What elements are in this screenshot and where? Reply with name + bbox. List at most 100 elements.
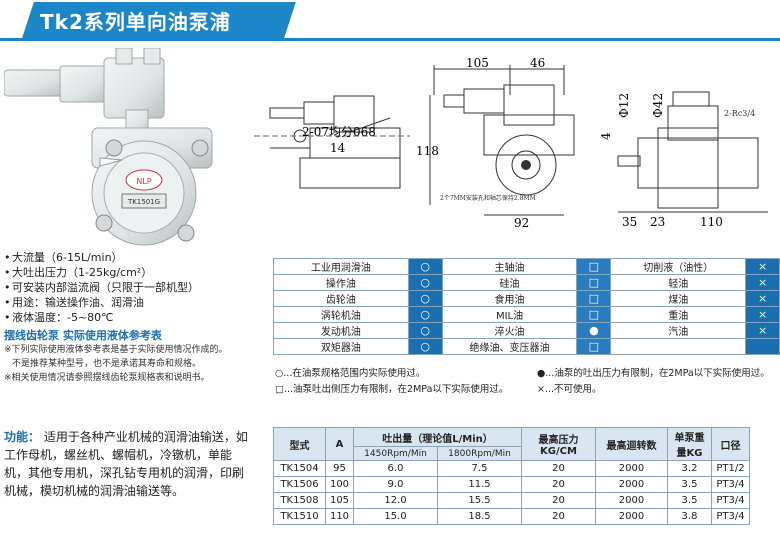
- spec-cell-port: PT3/4: [711, 508, 750, 525]
- spec-cell-port: PT3/4: [711, 476, 750, 493]
- oil-row: 双矩器油○绝缘油、变压器油□: [273, 338, 780, 355]
- oil-mark-cell: □: [576, 258, 612, 275]
- oil-mark-cell: ×: [745, 274, 780, 291]
- feature-item: •大吐出压力（1-25kg/cm²）: [4, 266, 153, 279]
- spec-cell-speed: 2000: [595, 492, 668, 509]
- oil-compatibility-table: 工业用润滑油○主轴油□切削液（油性）×操作油○硅油□轻油×齿轮油○食用油□煤油×…: [273, 258, 780, 355]
- oil-name-cell: 切削液（油性）: [610, 258, 747, 275]
- th-a: A: [325, 427, 354, 461]
- dim-105: 105: [466, 56, 489, 70]
- spec-cell-pressure: 20: [521, 492, 596, 509]
- spec-cell-a: 105: [325, 492, 354, 509]
- legend-circle: ○...在油泵规格范围内实际使用过。: [275, 368, 426, 379]
- feature-item: •用途：输送操作油、润滑油: [4, 296, 144, 309]
- oil-name-cell: 重油: [610, 306, 747, 323]
- svg-text:NLP: NLP: [136, 177, 151, 186]
- dim-23: 23: [650, 215, 665, 229]
- spec-cell-f1800: 11.5: [437, 476, 522, 493]
- oil-row: 操作油○硅油□轻油×: [273, 274, 780, 291]
- oil-name-cell: 煤油: [610, 290, 747, 307]
- oil-row: 工业用润滑油○主轴油□切削液（油性）×: [273, 258, 780, 275]
- spec-cell-f1450: 15.0: [353, 508, 438, 525]
- dim-35: 35: [622, 215, 637, 229]
- feature-item: •可安装内部溢流阀（只限于一部机型）: [4, 281, 199, 294]
- th-port: 口径: [711, 427, 750, 461]
- spec-cell-speed: 2000: [595, 476, 668, 493]
- oil-name-cell: 硅油: [441, 274, 578, 291]
- notes: ※下列实际使用液体参考表是基于实际使用情况作成的。 不是推荐某种型号，也不是承诺…: [4, 345, 228, 383]
- dim-118: 118: [416, 144, 439, 158]
- title-bar: Tk2系列单向油泵浦: [0, 0, 780, 41]
- oil-name-cell: 食用油: [441, 290, 578, 307]
- spec-cell-f1450: 9.0: [353, 476, 438, 493]
- oil-mark-cell: ×: [745, 322, 780, 339]
- oil-name-cell: 涡轮机油: [273, 306, 409, 323]
- th-flow-1800: 1800Rpm/Min: [437, 446, 522, 461]
- spec-cell-speed: 2000: [595, 460, 668, 477]
- th-pressure: 最高压力KG/CM: [521, 427, 596, 461]
- spec-cell-model: TK1510: [273, 508, 326, 525]
- spec-cell-weight: 3.5: [667, 492, 712, 509]
- dim-92: 92: [514, 216, 529, 230]
- oil-mark-cell: ×: [745, 258, 780, 275]
- oil-row: 齿轮油○食用油□煤油×: [273, 290, 780, 307]
- spec-cell-f1450: 12.0: [353, 492, 438, 509]
- dim-d42: Φ42: [651, 93, 665, 118]
- spec-cell-a: 95: [325, 460, 354, 477]
- front-view-drawing: 105 46 118 2个7MM安装孔和轴芯保持2.8MM 92: [416, 56, 575, 230]
- oil-mark-cell: ●: [576, 322, 612, 339]
- oil-name-cell: 双矩器油: [273, 338, 409, 355]
- oil-mark-cell: ○: [407, 338, 443, 355]
- spec-table: 型式 A 吐出量（理论值L/Min） 最高压力KG/CM 最高迴转数 单泵重量K…: [273, 426, 750, 525]
- page-title: Tk2系列单向油泵浦: [40, 10, 231, 34]
- spec-cell-f1800: 7.5: [437, 460, 522, 477]
- spec-cell-pressure: 20: [521, 476, 596, 493]
- oil-name-cell: MIL油: [441, 306, 578, 323]
- oil-name-cell: 汽油: [610, 322, 747, 339]
- spec-cell-port: PT3/4: [711, 492, 750, 509]
- dim-110: 110: [700, 215, 723, 229]
- dim-d12: Φ12: [617, 93, 631, 118]
- rc-note: 2-Rc3/4: [724, 109, 755, 118]
- oil-name-cell: 主轴油: [441, 258, 578, 275]
- right-view-drawing: 2-Rc3/4 4 Φ12 Φ42 35 23 110: [599, 91, 768, 229]
- th-flow-1450: 1450Rpm/Min: [353, 446, 438, 461]
- feature-list: •大流量（6-15L/min） •大吐出压力（1-25kg/cm²） •可安装内…: [4, 250, 274, 385]
- oil-reference-title: 摆线齿轮泵 实际使用液体参考表: [4, 329, 162, 342]
- oil-row: 涡轮机油○MIL油□重油×: [273, 306, 780, 323]
- spec-cell-model: TK1504: [273, 460, 326, 477]
- oil-name-cell: 淬火油: [441, 322, 578, 339]
- oil-name-cell: 发动机油: [273, 322, 409, 339]
- dim-4: 4: [599, 132, 613, 140]
- legend-cross: ×...不可使用。: [537, 384, 602, 395]
- feature-item: •液体温度：-5~80℃: [4, 311, 114, 324]
- spec-cell-a: 110: [325, 508, 354, 525]
- spec-cell-pressure: 20: [521, 460, 596, 477]
- oil-mark-cell: □: [576, 274, 612, 291]
- oil-mark-cell: [745, 338, 780, 355]
- spec-cell-a: 100: [325, 476, 354, 493]
- oil-legend: ○...在油泵规格范围内实际使用过。●...油泵的吐出压力有限制，在2MPa以下…: [275, 366, 775, 398]
- spec-cell-port: PT1/2: [711, 460, 750, 477]
- oil-mark-cell: ○: [407, 274, 443, 291]
- function-section: 功能： 适用于各种产业机械的润滑油输送，如工作母机，螺丝机、螺帽机，冷镦机，单能…: [4, 428, 254, 500]
- dim-14: 14: [330, 141, 346, 155]
- spec-cell-f1800: 18.5: [437, 508, 522, 525]
- oil-mark-cell: ○: [407, 290, 443, 307]
- th-flow: 吐出量（理论值L/Min）: [353, 426, 522, 448]
- th-model: 型式: [273, 427, 326, 461]
- legend-square: □...油泵吐出侧压力有限制，在2MPa以下实际使用过。: [275, 384, 509, 395]
- oil-mark-cell: □: [576, 338, 612, 355]
- oil-name-cell: 操作油: [273, 274, 409, 291]
- title-underline: [0, 38, 780, 41]
- pump-photo: NLP TK1501G: [4, 48, 213, 246]
- nameplate-text: TK1501G: [127, 198, 160, 206]
- oil-mark-cell: ×: [745, 290, 780, 307]
- spec-cell-f1450: 6.0: [353, 460, 438, 477]
- oil-row: 发动机油○淬火油●汽油×: [273, 322, 780, 339]
- spec-cell-speed: 2000: [595, 508, 668, 525]
